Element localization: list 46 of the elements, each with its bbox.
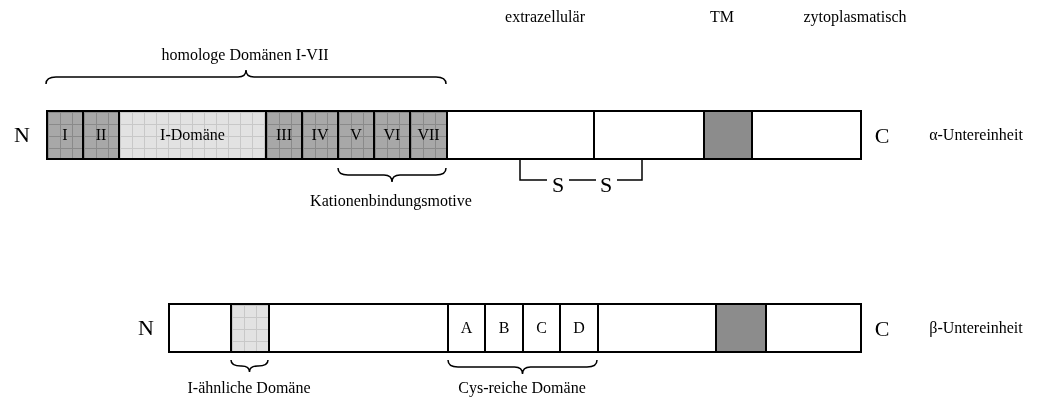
domain-label: A — [460, 319, 473, 337]
terminus-label: N — [14, 124, 30, 146]
domain-label: B — [498, 319, 510, 337]
terminus-label: N — [138, 317, 154, 339]
region-heading: TM — [710, 9, 734, 25]
terminus-label: C — [874, 318, 890, 340]
chain-segment — [268, 303, 449, 353]
cys-repeat-segment — [447, 303, 486, 353]
domain-label: II — [95, 126, 107, 144]
domain-label: VII — [417, 126, 440, 144]
domain-segment — [373, 110, 411, 160]
domain-segment — [301, 110, 339, 160]
domain-label: VI — [383, 126, 401, 144]
subunit-label: β-Untereinheit — [929, 320, 1023, 336]
transmembrane-segment — [715, 303, 767, 353]
cys-repeat-segment — [484, 303, 524, 353]
region-heading: zytoplasmatisch — [803, 9, 907, 25]
domain-label: D — [573, 319, 585, 337]
domain-segment — [82, 110, 120, 160]
bracket-label: Kationenbindungsmotive — [310, 193, 472, 209]
sulfur-label: S — [551, 174, 565, 196]
domain-label: I-Domäne — [160, 126, 225, 144]
region-heading: extrazellulär — [505, 9, 585, 25]
domain-label: I — [62, 126, 68, 144]
domain-segment — [337, 110, 375, 160]
subunit-label: α-Untereinheit — [929, 127, 1023, 143]
bracket-label: I-ähnliche Domäne — [187, 380, 311, 396]
chain-segment — [446, 110, 595, 160]
cys-repeat-segment — [522, 303, 561, 353]
i-domain-segment — [118, 110, 267, 160]
transmembrane-segment — [703, 110, 753, 160]
terminus-label: C — [874, 125, 890, 147]
domain-label: V — [350, 126, 362, 144]
bracket-label: homologe Domänen I-VII — [161, 47, 329, 63]
i-like-domain-segment — [230, 303, 270, 353]
sulfur-label: S — [599, 174, 613, 196]
domain-label: C — [536, 319, 547, 337]
cys-repeat-segment — [559, 303, 599, 353]
chain-segment — [751, 110, 862, 160]
domain-segment — [409, 110, 448, 160]
domain-label: III — [276, 126, 292, 144]
domain-label: IV — [311, 126, 329, 144]
domain-segment — [265, 110, 303, 160]
chain-segment — [765, 303, 862, 353]
bracket-label: Cys-reiche Domäne — [458, 380, 586, 396]
domain-segment — [46, 110, 84, 160]
